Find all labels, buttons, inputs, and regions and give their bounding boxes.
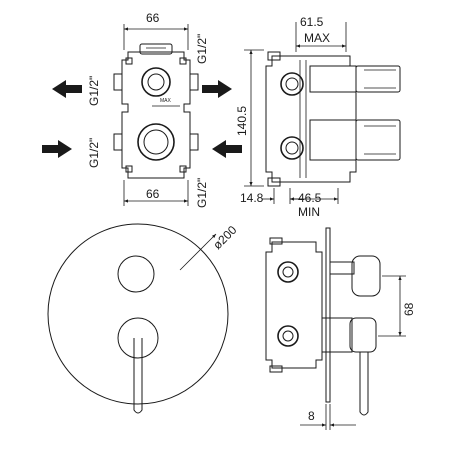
height-label: 140.5 [235,106,249,136]
front-view-dimensions [123,24,189,206]
side-view-dimensions [244,22,347,204]
spacing-label: 68 [402,302,416,316]
flow-arrow-bottom-right-icon [212,140,242,158]
flow-arrow-top-left-icon [52,80,82,98]
flow-arrow-bottom-left-icon [42,140,72,158]
bottom-width-label: 66 [146,187,160,201]
assembled-view-dimensions [300,275,406,430]
flow-arrow-top-right-icon [202,80,232,98]
cover-plate-front-view [47,223,229,414]
thread-label-bottom-right: G1/2" [195,178,209,208]
max-label: MAX [304,31,330,45]
assembled-side-view [265,227,381,416]
plate-diameter-label: ø200 [210,223,239,252]
body-max-mark: MAX [160,98,172,104]
thread-label-bottom-left: G1/2" [87,138,101,168]
side-depth-max-label: 61.5 [300,15,324,29]
valve-body-front-view: MAX [113,43,199,179]
offset-label: 14.8 [240,191,264,205]
plate-thickness-label: 8 [308,409,315,423]
thread-label-top-left: G1/2" [87,76,101,106]
min-label: MIN [298,205,320,219]
valve-body-side-view [265,51,401,187]
thread-label-top-right: G1/2" [195,34,209,64]
top-width-label: 66 [146,11,160,25]
depth-min-label: 46.5 [298,191,322,205]
